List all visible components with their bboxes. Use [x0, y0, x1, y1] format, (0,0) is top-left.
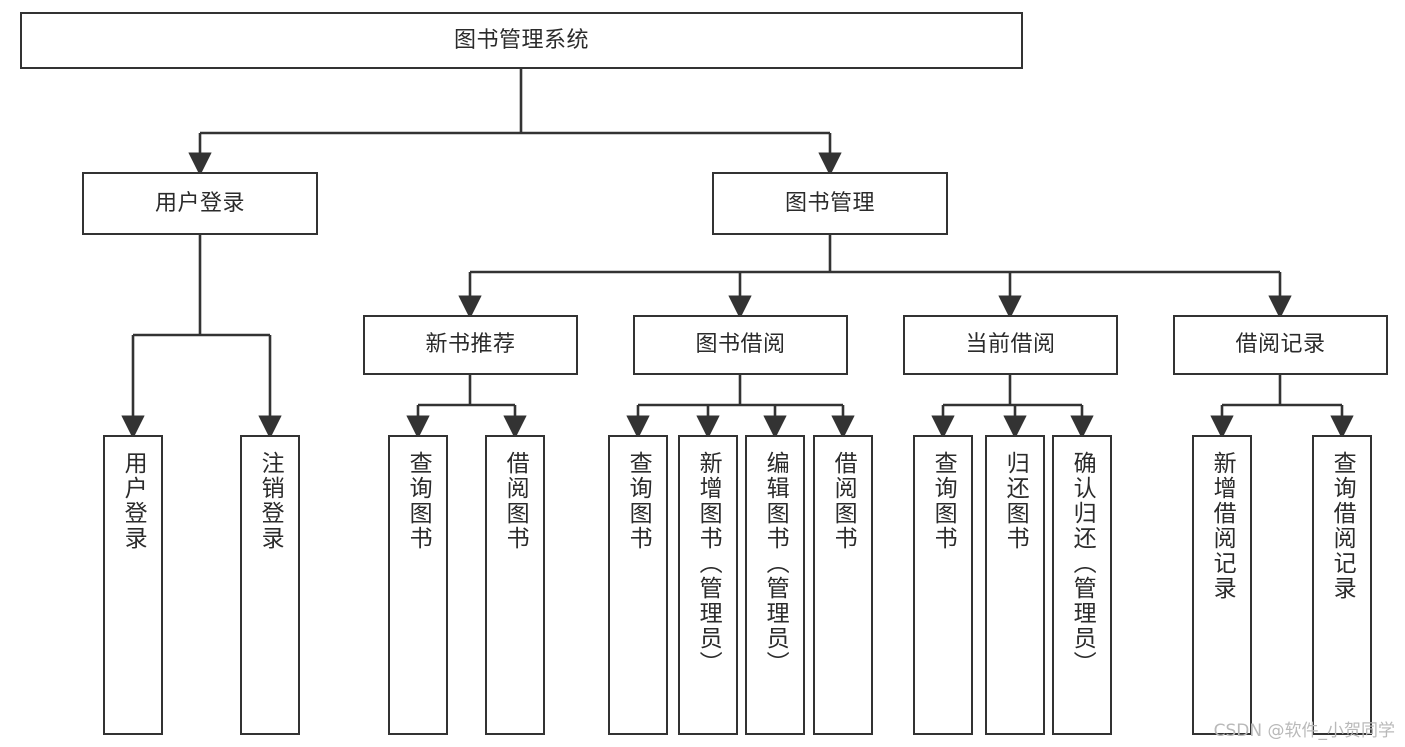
watermark-label: CSDN @软件_小贺同学: [1213, 721, 1395, 741]
node-label: 注销登录: [257, 451, 284, 551]
node-leaf-add-book[interactable]: 新增图书（管理员）: [678, 435, 738, 735]
node-leaf-borrow-book[interactable]: 借阅图书: [813, 435, 873, 735]
node-label: 用户登录: [154, 190, 245, 216]
node-leaf-query-record[interactable]: 查询借阅记录: [1312, 435, 1372, 735]
node-leaf-logout[interactable]: 注销登录: [240, 435, 300, 735]
node-leaf-return-book[interactable]: 归还图书: [985, 435, 1045, 735]
node-label: 图书借阅: [695, 332, 786, 358]
node-user-login[interactable]: 用户登录: [82, 172, 318, 235]
node-label: 新增图书（管理员）: [695, 451, 722, 676]
node-leaf-user-login[interactable]: 用户登录: [103, 435, 163, 735]
node-label: 新书推荐: [425, 332, 516, 358]
node-label: 借阅图书: [502, 451, 529, 551]
node-label: 新增借阅记录: [1209, 451, 1236, 601]
node-label: 查询图书: [405, 451, 432, 551]
node-label: 用户登录: [120, 451, 147, 551]
node-label: 借阅图书: [830, 451, 857, 551]
node-leaf-add-record[interactable]: 新增借阅记录: [1192, 435, 1252, 735]
node-label: 当前借阅: [965, 332, 1056, 358]
node-leaf-query-book-borrow[interactable]: 查询图书: [608, 435, 668, 735]
node-leaf-query-book-current[interactable]: 查询图书: [913, 435, 973, 735]
node-label: 编辑图书（管理员）: [762, 451, 789, 676]
node-current-borrow[interactable]: 当前借阅: [903, 315, 1118, 375]
node-label: 查询图书: [625, 451, 652, 551]
node-label: 借阅记录: [1235, 332, 1326, 358]
node-leaf-query-book-rec[interactable]: 查询图书: [388, 435, 448, 735]
node-root[interactable]: 图书管理系统: [20, 12, 1023, 69]
node-label: 图书管理: [784, 190, 875, 216]
node-label: 图书管理系统: [453, 27, 589, 53]
node-label: 查询图书: [930, 451, 957, 551]
node-book-borrow[interactable]: 图书借阅: [633, 315, 848, 375]
node-leaf-edit-book[interactable]: 编辑图书（管理员）: [745, 435, 805, 735]
node-leaf-confirm-return[interactable]: 确认归还（管理员）: [1052, 435, 1112, 735]
node-new-book-recommend[interactable]: 新书推荐: [363, 315, 578, 375]
node-borrow-record[interactable]: 借阅记录: [1173, 315, 1388, 375]
node-leaf-borrow-book-rec[interactable]: 借阅图书: [485, 435, 545, 735]
node-label: 查询借阅记录: [1329, 451, 1356, 601]
node-book-management[interactable]: 图书管理: [712, 172, 948, 235]
node-label: 确认归还（管理员）: [1069, 451, 1096, 676]
node-label: 归还图书: [1002, 451, 1029, 551]
